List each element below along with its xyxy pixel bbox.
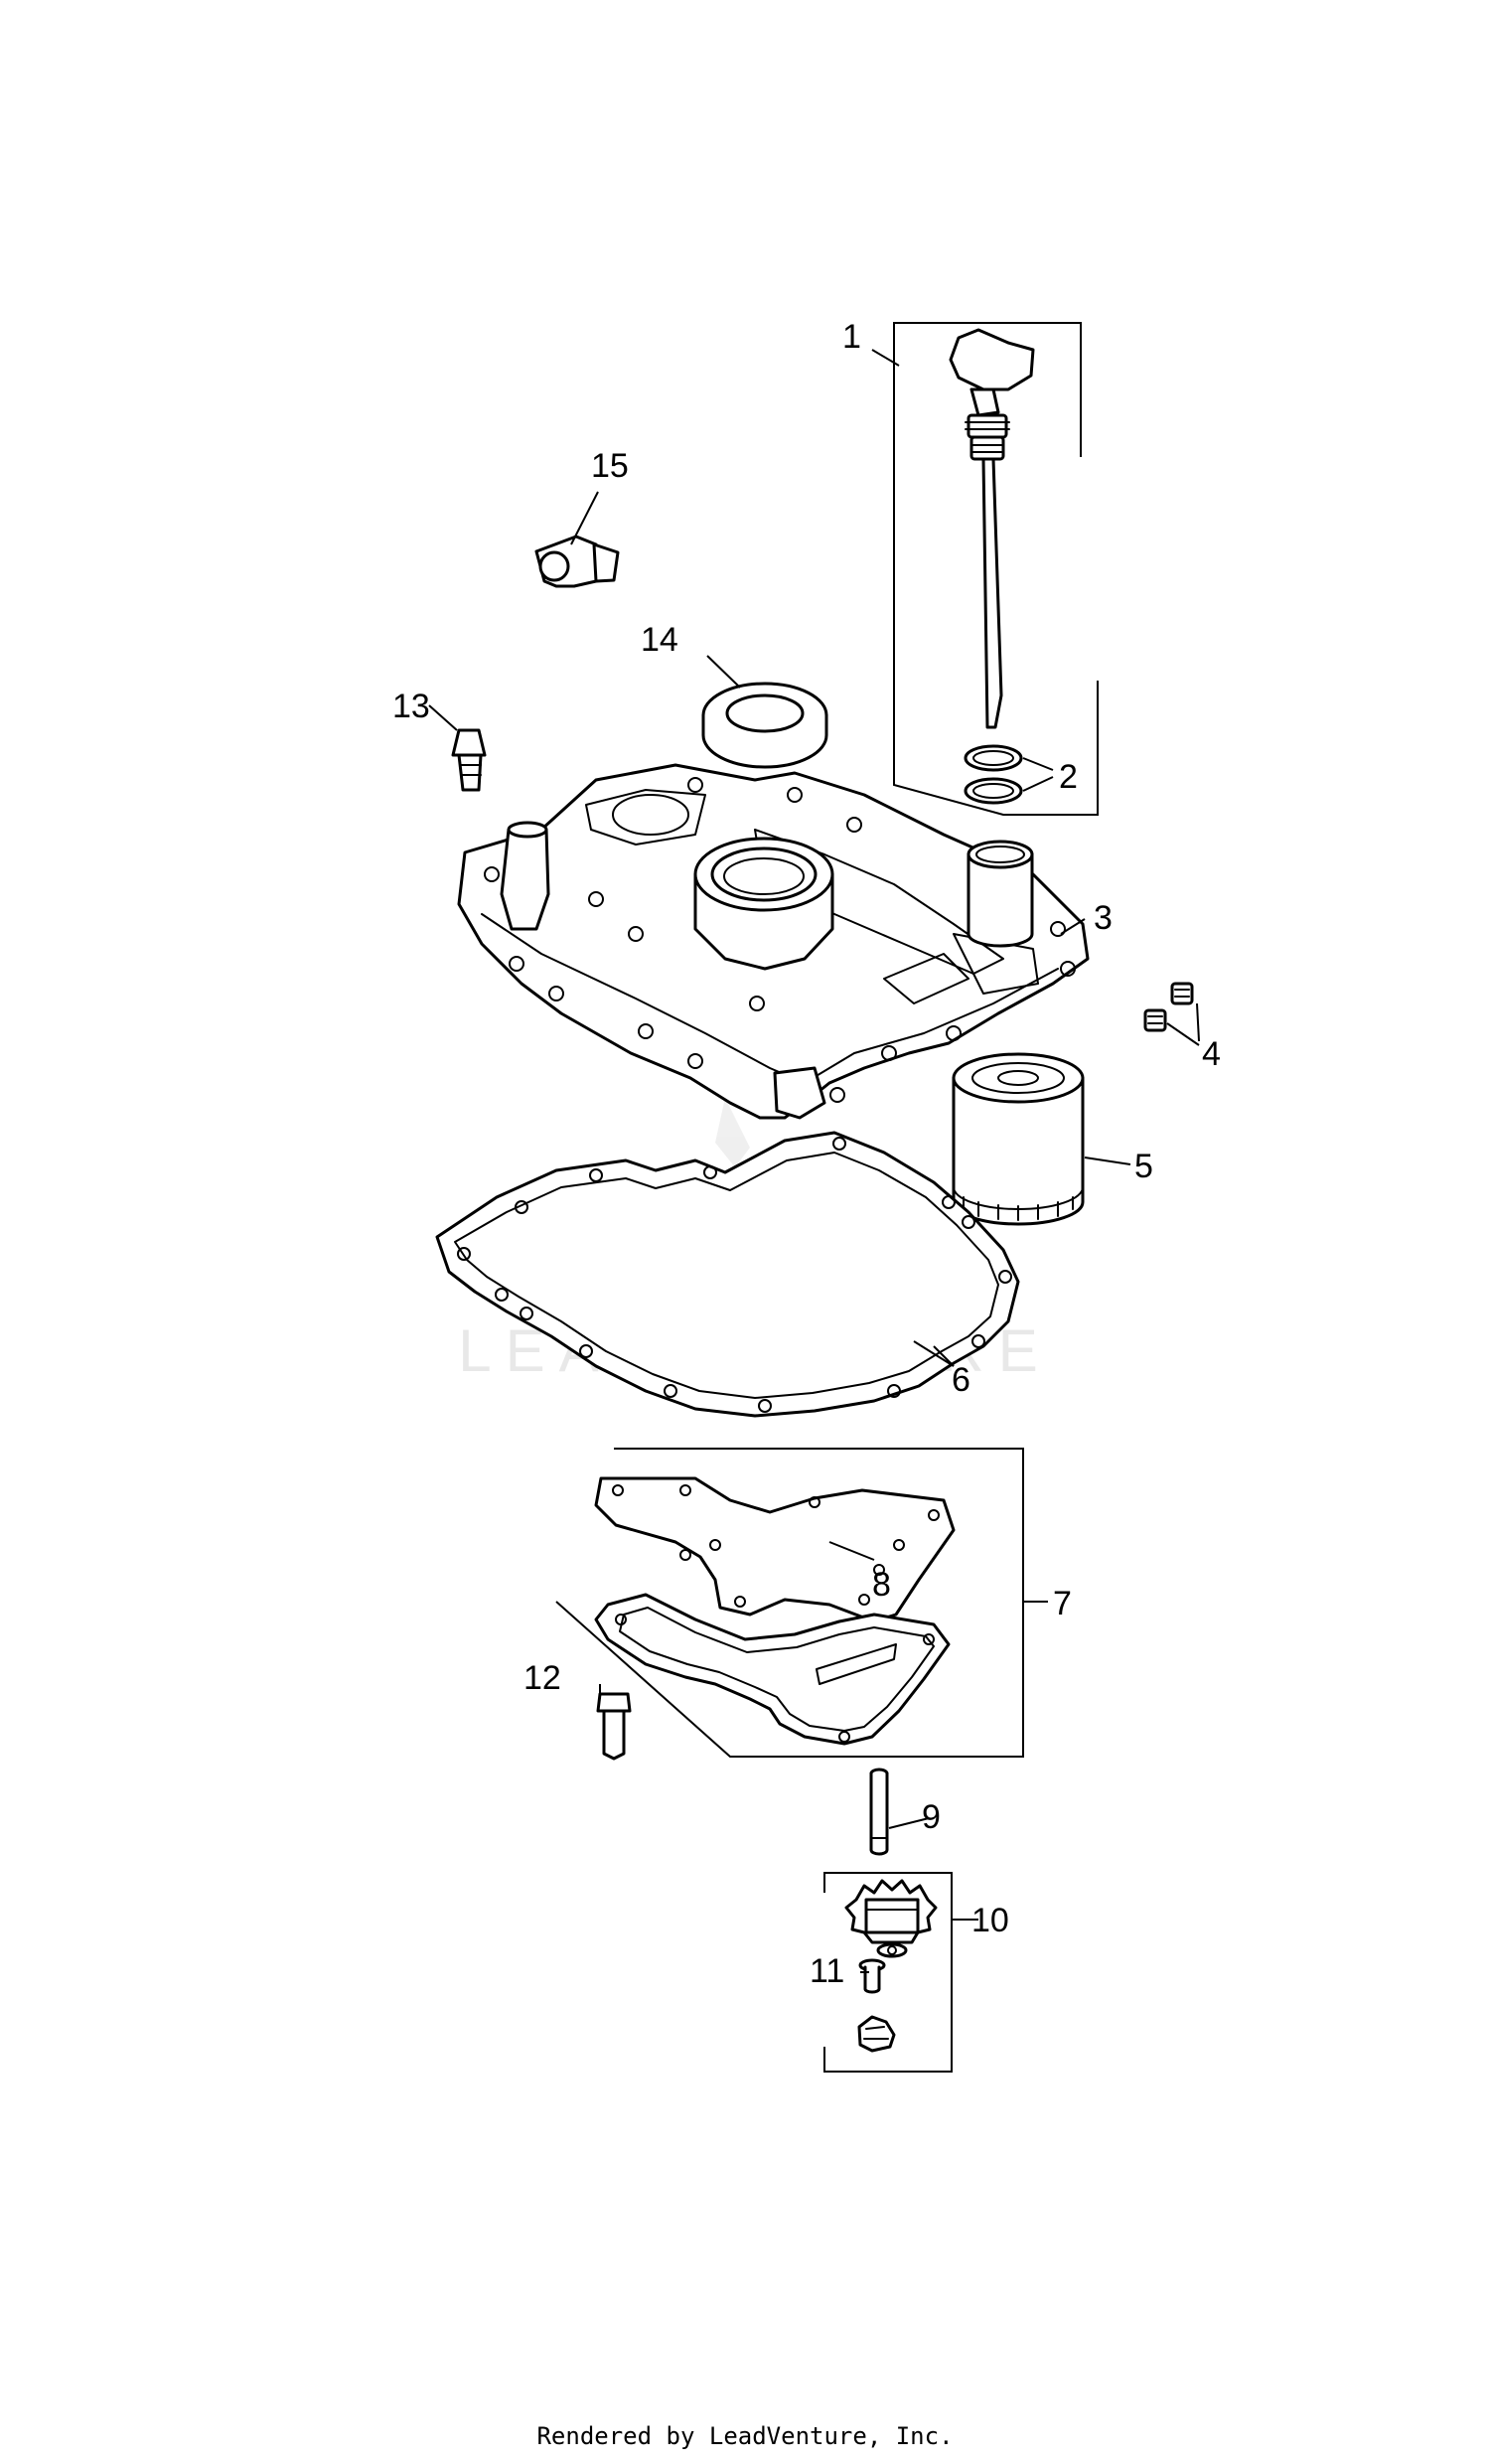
callout-9: 9 (922, 1798, 941, 1836)
callout-13: 13 (392, 688, 430, 725)
footer-credit: Rendered by LeadVenture, Inc. (536, 2422, 954, 2450)
callout-5: 5 (1134, 1148, 1153, 1185)
o-rings (964, 744, 1023, 805)
oil-filter (952, 1052, 1085, 1226)
breather-fitting (451, 728, 487, 792)
pipe-plugs (1143, 982, 1194, 1032)
callout-2: 2 (1059, 758, 1078, 796)
closure-plate (457, 763, 1090, 1120)
gasket (435, 1131, 1020, 1418)
callout-10: 10 (971, 1902, 1009, 1939)
plate-gasket (594, 1476, 956, 1623)
callout-11: 11 (810, 1952, 844, 1990)
lower-plate (594, 1593, 951, 1746)
shaft (869, 1768, 889, 1856)
bolt (596, 1692, 632, 1761)
pump-rotor (857, 2015, 896, 2053)
oil-pump-gear (844, 1879, 938, 1958)
callout-15: 15 (591, 447, 629, 485)
leader-lines (428, 349, 1200, 1973)
callout-1: 1 (842, 318, 861, 356)
callout-3: 3 (1094, 899, 1113, 937)
callout-7: 7 (1053, 1585, 1072, 1622)
callout-14: 14 (641, 621, 678, 659)
elbow-fitting (534, 535, 620, 588)
callouts: 1 2 3 4 5 6 7 8 9 10 11 12 13 14 15 (392, 318, 1221, 1990)
callout-6: 6 (952, 1361, 970, 1399)
callout-8: 8 (872, 1566, 891, 1604)
callout-4: 4 (1202, 1035, 1221, 1073)
callout-12: 12 (523, 1659, 561, 1697)
dipstick (949, 328, 1035, 729)
plate-kit-frame (555, 1448, 1024, 1758)
dipstick-frame (893, 322, 1099, 816)
pin (858, 1958, 886, 1994)
oil-seal (701, 682, 828, 769)
pump-kit-frame (823, 1872, 953, 2073)
